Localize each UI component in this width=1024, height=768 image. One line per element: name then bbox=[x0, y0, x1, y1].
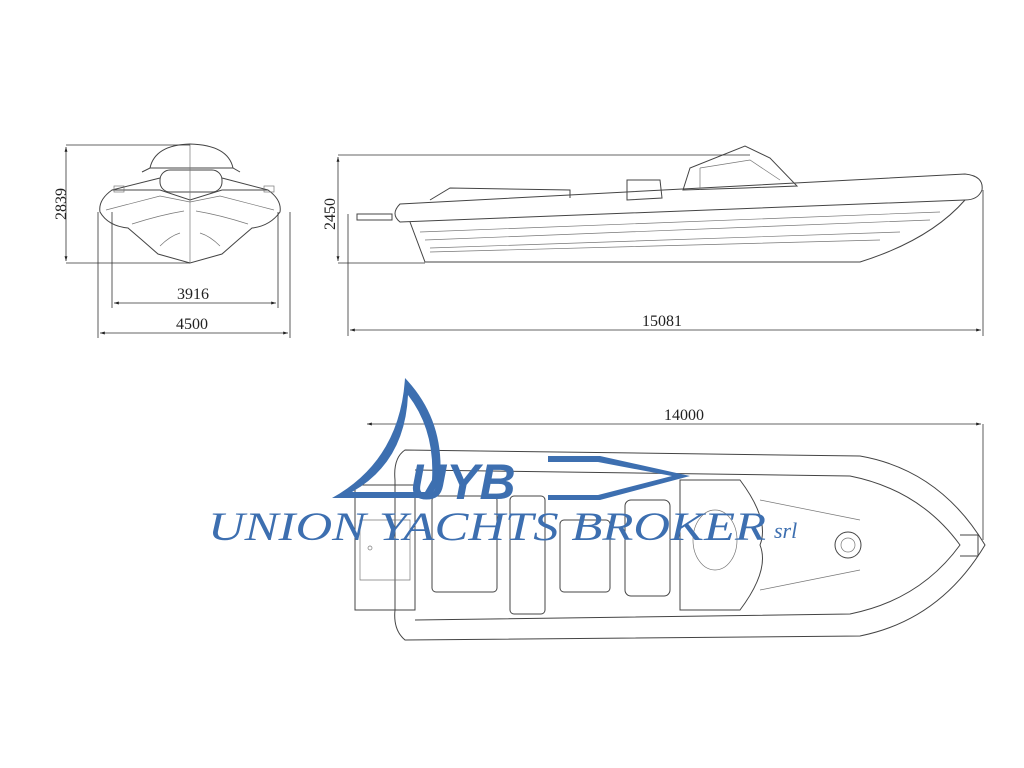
side-dimensions: 2450 15081 bbox=[322, 154, 984, 336]
plan-dimensions: 14000 bbox=[367, 407, 984, 540]
dim-front-height: 2839 bbox=[53, 188, 70, 220]
sail-icon bbox=[332, 378, 441, 498]
logo-mark: UYB bbox=[410, 454, 516, 510]
front-dimensions: 2839 3916 4500 bbox=[53, 144, 291, 338]
logo-suffix: srl bbox=[774, 518, 797, 543]
plan-view bbox=[354, 449, 986, 641]
front-view bbox=[99, 143, 281, 264]
dim-plan-length: 14000 bbox=[664, 407, 704, 424]
dim-front-inner-width: 3916 bbox=[177, 286, 209, 303]
dim-side-height: 2450 bbox=[322, 198, 339, 230]
dim-front-total-width: 4500 bbox=[176, 316, 208, 333]
hull-swoosh-icon bbox=[548, 456, 690, 500]
side-view bbox=[356, 145, 983, 263]
company-logo: UYB UNION YACHTS BROKER srl bbox=[208, 378, 797, 549]
logo-company-name: UNION YACHTS BROKER bbox=[208, 504, 766, 549]
dim-side-length: 15081 bbox=[642, 313, 682, 330]
